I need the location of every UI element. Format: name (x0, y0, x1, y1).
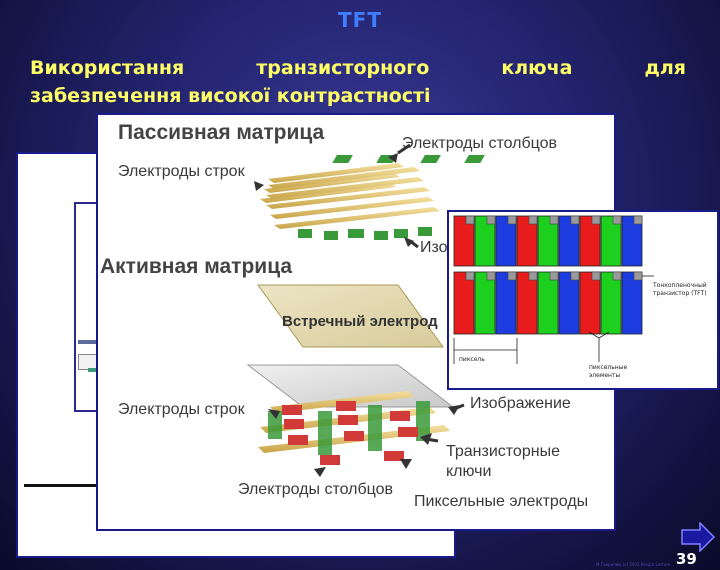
slide-credit: М.Гаврилюк (c) 2005 Розділ Lecture (596, 562, 671, 567)
page-number: 39 (676, 550, 697, 568)
passive-row-electrodes-label: Электроды строк (118, 163, 245, 180)
subpixel-label-1: пиксельные (589, 364, 628, 371)
pixel-electrodes-label: Пиксельные электроды (414, 493, 589, 510)
row-electrodes-label: Электроды строк (118, 401, 245, 418)
transistor-keys-label-1: Транзисторные (446, 443, 560, 460)
passive-matrix-heading: Пассивная матрица (118, 121, 325, 144)
arrow-icon (268, 409, 280, 419)
tft-label-2: транзистор (TFT) (653, 290, 707, 297)
passive-column-electrodes-label: Электроды столбцов (402, 135, 558, 152)
arrow-icon (254, 181, 264, 191)
arrow-icon (404, 237, 414, 247)
slide-subtitle: Використання транзисторного ключа для за… (30, 54, 686, 110)
passive-column-electrodes (298, 155, 485, 240)
background-line (24, 484, 114, 487)
pixel-label: пиксель (459, 356, 485, 363)
subpixel-label-2: элементы (589, 372, 621, 379)
subtitle-line-2: забезпечення високої контрастності (30, 85, 431, 107)
arrow-icon (388, 153, 398, 163)
transistor-keys-label-2: ключи (446, 463, 492, 480)
transistor-keys (282, 401, 418, 465)
arrow-right-icon[interactable] (680, 522, 716, 552)
slide-title: TFT (338, 8, 382, 32)
matrix-diagram-graphic (246, 143, 485, 477)
column-electrodes-label: Электроды столбцов (238, 481, 394, 498)
counter-electrode-plate (257, 284, 444, 348)
arrow-icon (400, 459, 412, 469)
active-matrix-heading: Активная матрица (100, 255, 293, 278)
passive-row-electrodes (260, 163, 440, 229)
arrow-icon (314, 467, 326, 477)
counter-electrode-label: Встречный электрод (282, 313, 438, 330)
background-block (88, 368, 98, 372)
subpixel-grid (453, 215, 654, 364)
image-label: Изображение (470, 395, 571, 412)
tft-subpixel-inset: Тонкопленочный транзистор (TFT) пиксель … (447, 210, 719, 390)
tft-label-1: Тонкопленочный (653, 282, 707, 289)
passive-image-label: Изо (420, 239, 448, 256)
subtitle-line-1: Використання транзисторного ключа для (30, 57, 686, 79)
